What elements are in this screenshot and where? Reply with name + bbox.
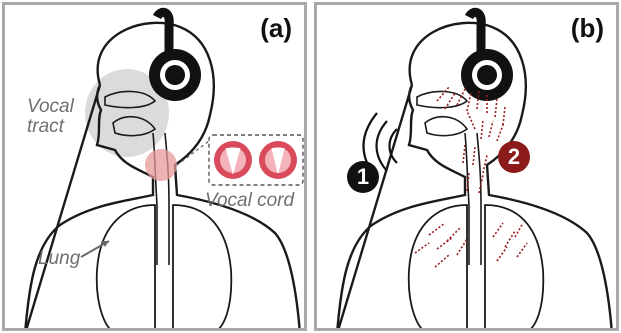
- lung-label: Lung: [38, 249, 80, 269]
- vibration-arrows: [415, 87, 527, 267]
- vocal-cord-label: Vocal cord: [205, 191, 294, 211]
- tongue: [425, 117, 467, 136]
- vocal-cord-image-1: [214, 141, 252, 179]
- callout-line: [177, 141, 209, 165]
- vocal-tract-line1: Vocal: [27, 96, 74, 117]
- left-lung: [97, 205, 155, 331]
- vocal-tract-line2: tract: [27, 116, 64, 137]
- headphone-band: [157, 12, 169, 53]
- panel-a-label: (a): [260, 13, 292, 44]
- panel-a-illustration: [5, 5, 307, 331]
- vocal-tract-label: Vocal tract: [27, 97, 74, 137]
- left-lung: [409, 205, 467, 331]
- headphone-band: [469, 12, 481, 53]
- right-lung: [173, 205, 231, 331]
- air-conduction-badge: 1: [347, 161, 379, 193]
- panel-a: (a) Vocal tract Vocal cord Lung: [2, 2, 307, 331]
- vocal-cord-highlight: [145, 149, 177, 181]
- panel-b: (b) 1 2: [314, 2, 619, 331]
- panel-b-label: (b): [571, 13, 604, 44]
- right-lung: [485, 205, 543, 331]
- vocal-cord-image-2: [259, 141, 297, 179]
- bone-conduction-badge: 2: [498, 141, 530, 173]
- nasal-cavity: [417, 91, 467, 107]
